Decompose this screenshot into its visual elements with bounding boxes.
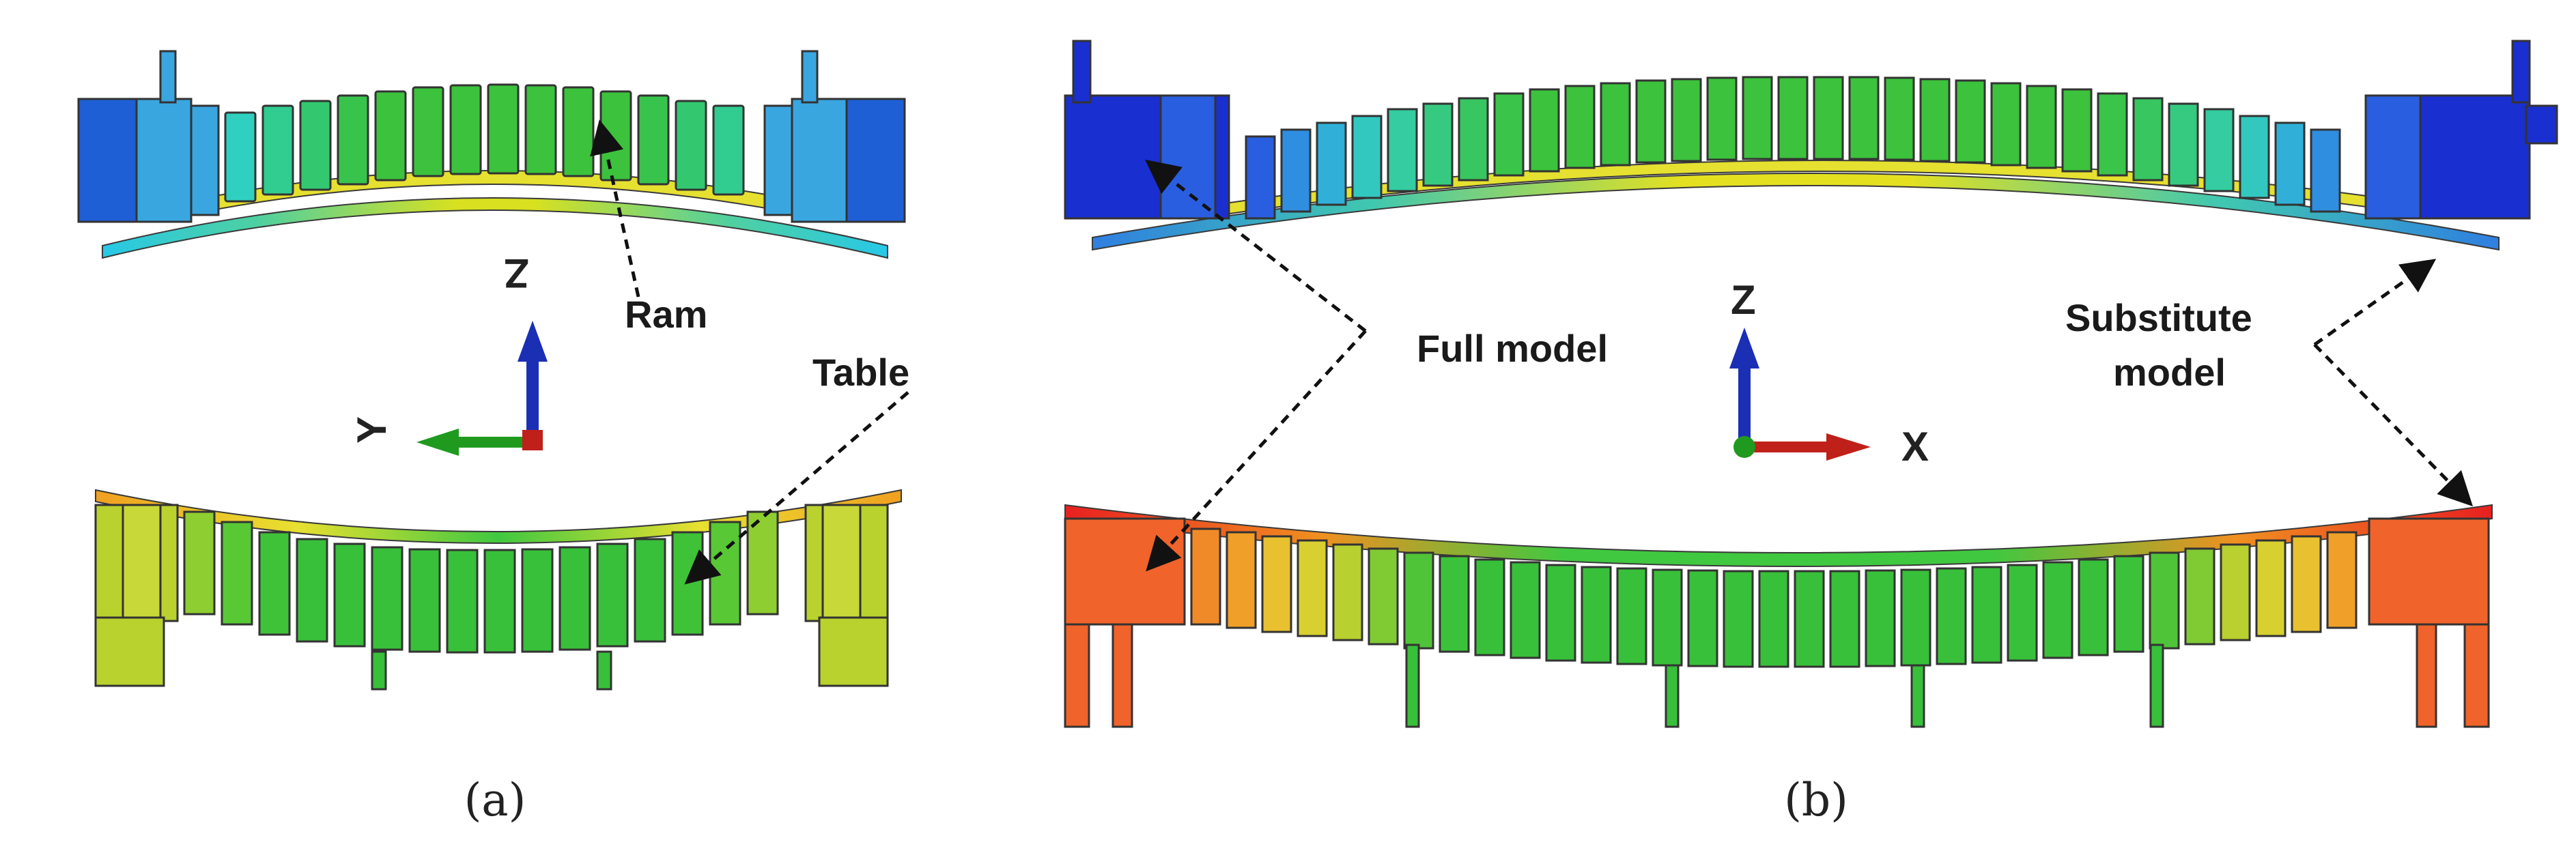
annotations-a: Ram Table [590,119,909,585]
ram-assembly-a [77,50,906,259]
ram-plate-a [102,197,888,259]
axis-label-z-a: Z [504,250,529,296]
axis-triad-a: Z Y [349,250,548,456]
axis-label-x-b: X [1901,424,1929,469]
axis-label-z-b: Z [1731,277,1756,323]
label-ram: Ram [625,293,707,336]
table-assembly-b [1064,504,2493,728]
caption-a: (a) [464,774,526,826]
table-plate-b [1064,504,2493,567]
panel-a: Z Y Ram Table (a) [77,50,909,826]
table-assembly-a [94,489,902,691]
ram-plate-b [1092,173,2500,251]
ram-assembly-b [1064,40,2558,251]
label-table: Table [812,351,909,394]
table-end-left-b [1064,517,1186,626]
caption-b: (b) [1784,774,1848,826]
axis-label-y-a: Y [349,416,395,444]
axis-triad-b: Z X [1729,277,1929,469]
label-full-model: Full model [1417,327,1608,370]
label-substitute-line1: Substitute [2065,296,2252,339]
panel-b: Z X Full model Substitute model (b) [1064,40,2558,826]
label-substitute-line2: model [2113,351,2226,394]
annotations-b: Full model Substitute model [1145,159,2473,572]
table-plate-a [95,489,902,544]
table-end-right-b [2368,517,2490,626]
